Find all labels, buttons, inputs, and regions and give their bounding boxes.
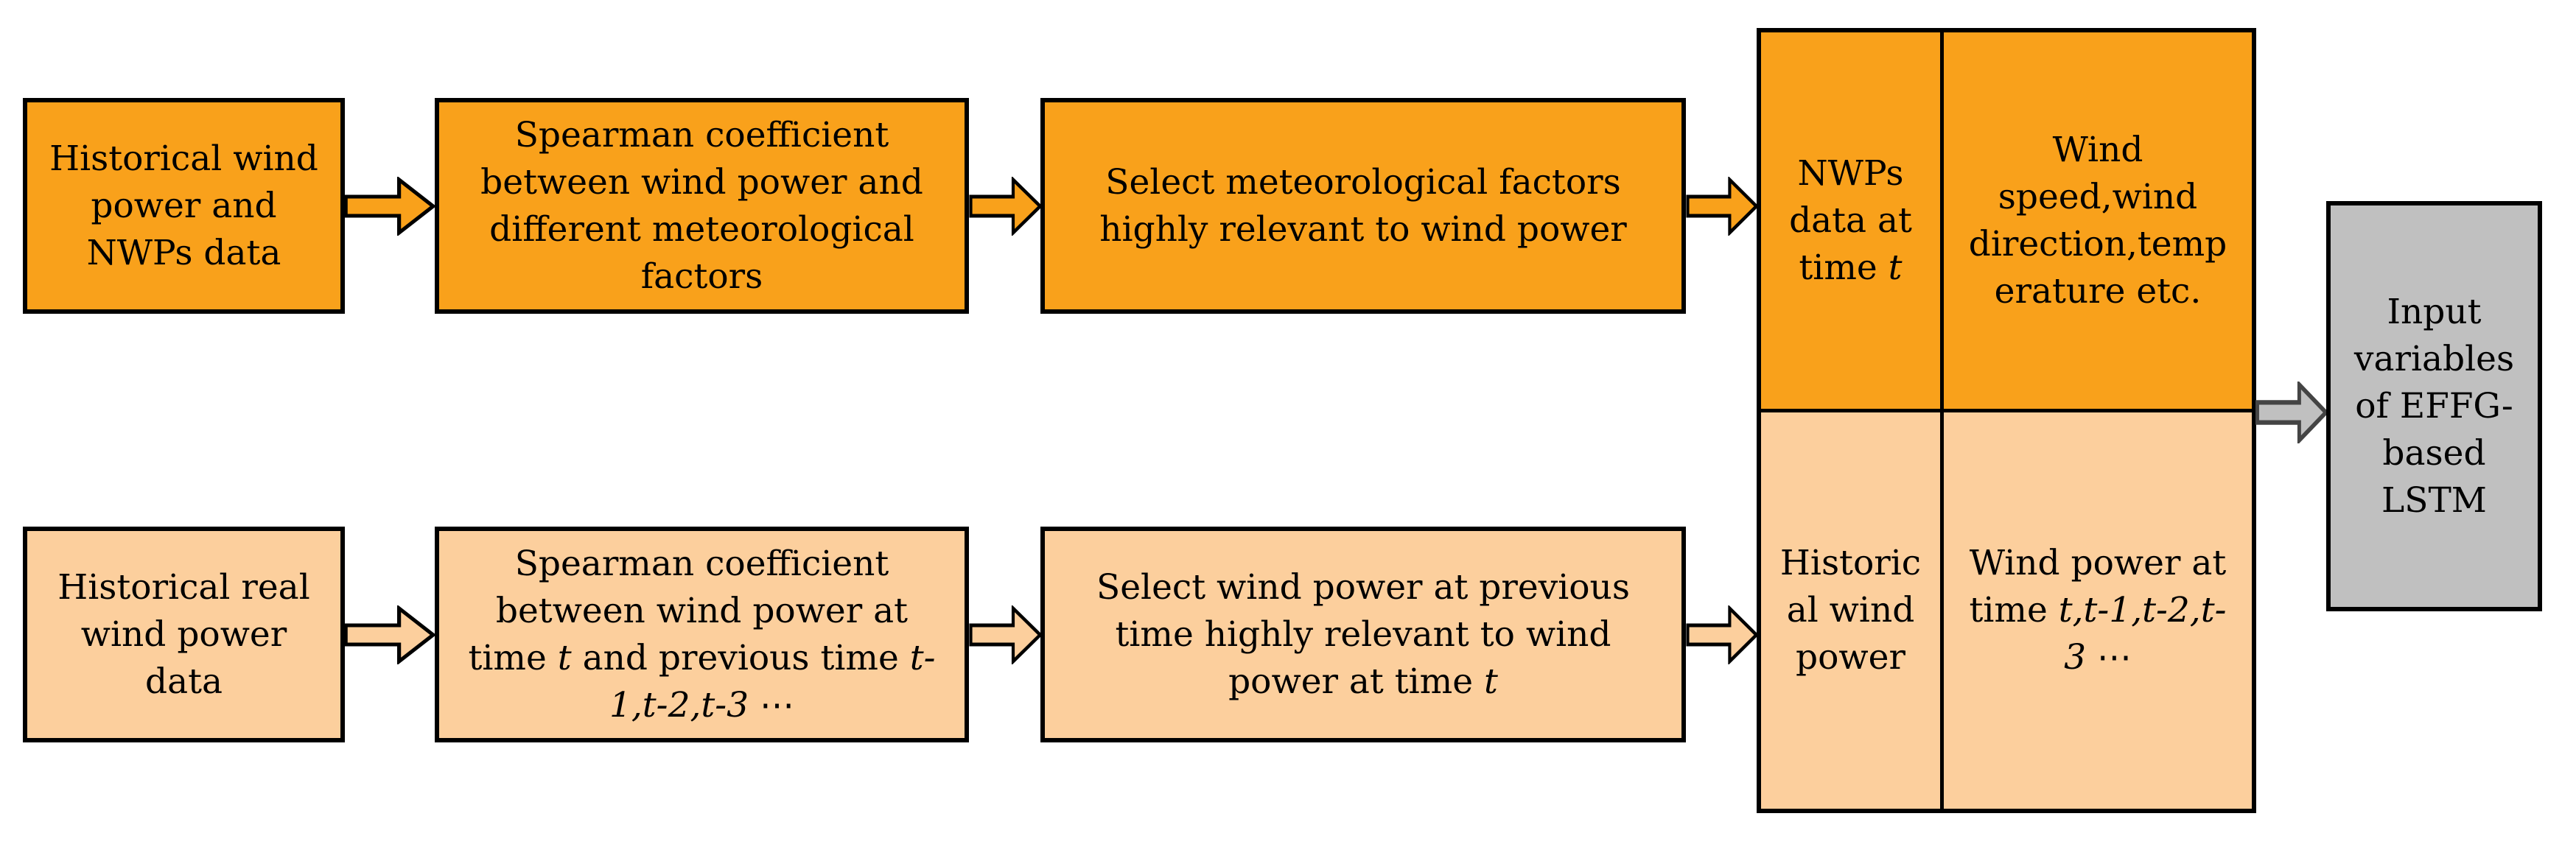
flow-arrow-top-1-icon: [343, 177, 436, 236]
flow-arrow-top-3-icon: [1686, 177, 1759, 236]
flow-arrow-output-icon: [2255, 382, 2328, 443]
flow-arrow-bottom-2-icon: [969, 605, 1043, 664]
flow-arrow-top-2-icon: [969, 177, 1043, 236]
flow-arrow-bottom-3-icon: [1686, 605, 1759, 664]
flow-arrow-bottom-1-icon: [343, 605, 436, 664]
